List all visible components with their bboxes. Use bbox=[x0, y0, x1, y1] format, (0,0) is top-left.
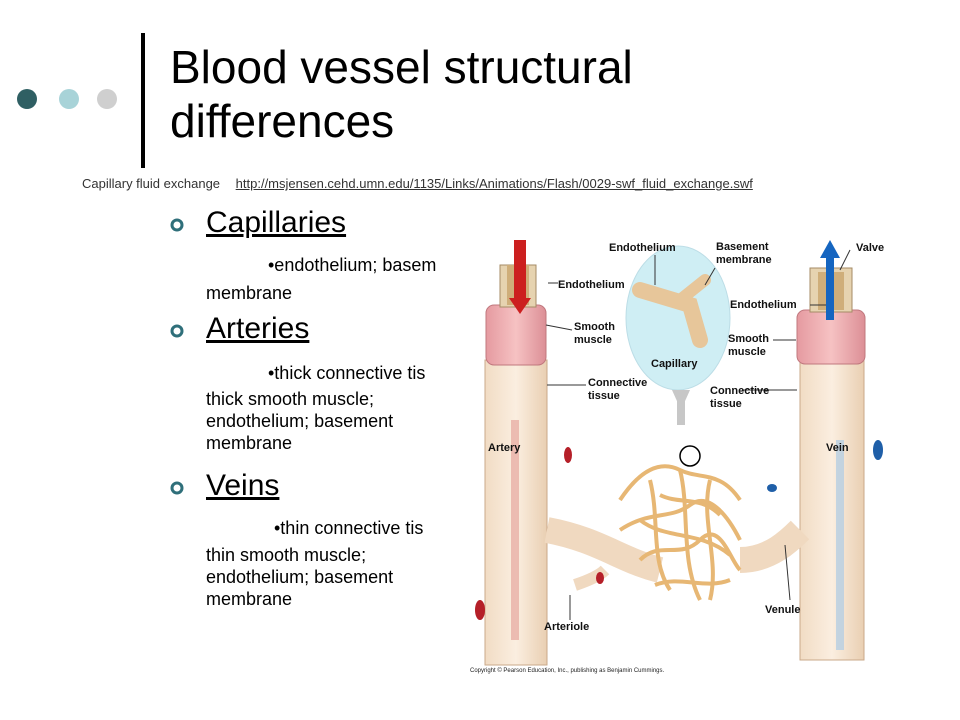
decor-dot-gray bbox=[97, 89, 117, 109]
label-capillary: Capillary bbox=[651, 358, 698, 370]
label-endothelium-top: Endothelium bbox=[609, 242, 676, 254]
section-line: •endothelium; basem bbox=[268, 255, 437, 275]
copyright-note: Copyright © Pearson Education, Inc., pub… bbox=[470, 668, 665, 674]
section-heading: Veins bbox=[206, 469, 280, 502]
section-line: membrane bbox=[206, 283, 293, 303]
label-connective-tissue-left: Connective tissue bbox=[588, 377, 650, 402]
slide-title: Blood vessel structural differences bbox=[170, 40, 870, 148]
section-line: thick smooth muscle; bbox=[206, 389, 375, 409]
label-valve: Valve bbox=[856, 242, 884, 254]
section-line: •thin connective tis bbox=[274, 518, 424, 538]
section-heading: Arteries bbox=[206, 312, 310, 345]
capillary-bed bbox=[618, 464, 742, 601]
leader-lines bbox=[545, 249, 851, 620]
label-smooth-muscle-left: Smooth muscle bbox=[574, 321, 618, 346]
decor-dot-teal bbox=[59, 89, 79, 109]
section-line: endothelium; basement bbox=[206, 411, 394, 431]
section-line: •thick connective tis bbox=[268, 363, 426, 383]
label-basement-membrane: Basement membrane bbox=[716, 241, 772, 266]
title-divider bbox=[141, 33, 145, 168]
bullet-ring-icon bbox=[170, 218, 184, 232]
slide-title-line-2: differences bbox=[170, 95, 395, 147]
bullet-ring-icon bbox=[170, 324, 184, 338]
bullet-ring-icon bbox=[170, 481, 184, 495]
section-line: thin smooth muscle; bbox=[206, 545, 367, 565]
capillary-callout bbox=[625, 245, 731, 425]
blood-vessel-diagram: Endothelium Basement membrane Valve Endo… bbox=[475, 240, 884, 666]
diagram-labels: Endothelium Basement membrane Valve Endo… bbox=[488, 241, 884, 633]
label-endothelium-left: Endothelium bbox=[558, 279, 625, 291]
label-artery: Artery bbox=[488, 442, 521, 454]
section-heading: Capillaries bbox=[206, 206, 347, 239]
artery-tube bbox=[475, 240, 572, 666]
label-basement-membrane-part: membrane bbox=[716, 254, 772, 266]
decor-dot-dark bbox=[17, 89, 37, 109]
label-connective-tissue-right: Connective tissue bbox=[710, 385, 772, 410]
vessel-list: Capillaries •endothelium; basem membrane… bbox=[170, 198, 470, 628]
section-line: membrane bbox=[206, 433, 293, 453]
slide-title-line-1: Blood vessel structural bbox=[170, 41, 633, 93]
section-line: endothelium; basement bbox=[206, 567, 394, 587]
animation-link[interactable]: http://msjensen.cehd.umn.edu/1135/Links/… bbox=[235, 176, 753, 191]
label-endothelium-right: Endothelium bbox=[730, 299, 797, 311]
label-basement-membrane-part: Basement bbox=[716, 241, 769, 253]
zoom-circle bbox=[679, 445, 701, 467]
subtitle-label: Capillary fluid exchange bbox=[82, 176, 221, 191]
vein-tube bbox=[796, 240, 883, 661]
label-arteriole: Arteriole bbox=[544, 621, 589, 633]
section-line: membrane bbox=[206, 589, 293, 609]
label-venule: Venule bbox=[765, 604, 800, 616]
connecting-vessels bbox=[544, 484, 810, 591]
label-vein: Vein bbox=[826, 442, 849, 454]
subtitle-line: Capillary fluid exchange http://msjensen… bbox=[82, 176, 753, 191]
label-smooth-muscle-right: Smooth muscle bbox=[728, 333, 772, 358]
